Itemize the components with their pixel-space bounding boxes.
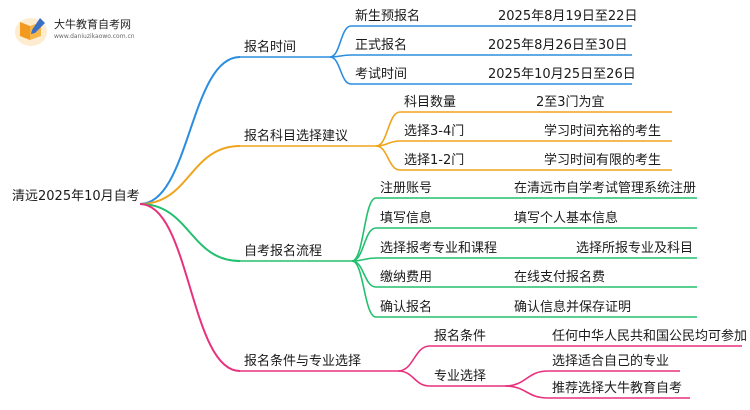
branch-connector — [139, 145, 241, 205]
branch-label: 报名科目选择建议 — [244, 128, 348, 144]
item-label: 考试时间 — [355, 67, 407, 82]
item-value: 确认信息并保存证明 — [514, 299, 631, 315]
item-label: 填写信息 — [380, 210, 432, 226]
leaf-connector — [329, 25, 352, 58]
item-value: 填写个人基本信息 — [514, 210, 618, 226]
sub-connector — [397, 370, 431, 387]
item-value: 任何中华人民共和国公民均可参加 — [552, 328, 747, 344]
logo-title: 大牛教育自考网 — [54, 18, 131, 31]
root-node: 清远2025年10月自考 — [12, 189, 140, 204]
sub-label: 报名条件 — [434, 328, 486, 344]
logo-url: www.daniuzikaowo.com.cn — [54, 33, 135, 40]
item-value: 2025年8月19日至22日 — [498, 9, 637, 24]
sub-connector — [397, 345, 431, 372]
leaf-connector — [504, 385, 549, 399]
leaf-connector — [351, 227, 377, 262]
leaf-connector — [375, 111, 401, 147]
leaf-connector — [504, 370, 549, 387]
item-label: 科目数量 — [404, 95, 456, 110]
item-value: 学习时间充裕的考生 — [544, 123, 661, 139]
branch-label: 报名条件与专业选择 — [244, 353, 361, 369]
leaf-connector — [351, 260, 377, 288]
item-label: 正式报名 — [355, 37, 407, 53]
branch-label: 报名时间 — [244, 39, 296, 55]
item-value: 在清远市自学考试管理系统注册 — [514, 180, 696, 196]
site-logo: 大牛教育自考网 www.daniuzikaowo.com.cn — [14, 14, 164, 48]
item-value: 2025年10月25日至26日 — [488, 67, 636, 82]
leaf-connector — [375, 140, 401, 147]
leaf-connector — [329, 56, 352, 85]
item-value: 2025年8月26日至30日 — [488, 38, 627, 53]
item-label: 选择3-4门 — [404, 124, 464, 139]
item-label: 选择1-2门 — [404, 153, 464, 168]
item-value: 选择所报专业及科目 — [576, 241, 693, 256]
item-value: 2至3门为宜 — [536, 95, 605, 110]
item-label: 新生预报名 — [355, 8, 420, 24]
item-value: 学习时间有限的考生 — [544, 152, 661, 168]
leaf-connector — [375, 145, 401, 171]
branch-label: 自考报名流程 — [244, 243, 322, 259]
item-label: 确认报名 — [380, 299, 432, 315]
item-label: 选择报考专业和课程 — [380, 241, 497, 256]
sub-label: 专业选择 — [434, 369, 486, 384]
item-label: 注册账号 — [380, 181, 432, 196]
item-value: 选择适合自己的专业 — [552, 353, 669, 369]
branch-connector — [139, 203, 241, 372]
item-label: 缴纳费用 — [380, 270, 432, 285]
leaf-connector — [351, 260, 377, 318]
branch-connector — [139, 203, 241, 262]
item-value: 推荐选择大牛教育自考 — [552, 380, 682, 396]
item-value: 在线支付报名费 — [514, 269, 605, 285]
book-pen-logo-icon — [15, 18, 47, 46]
branch-connector — [139, 56, 241, 205]
